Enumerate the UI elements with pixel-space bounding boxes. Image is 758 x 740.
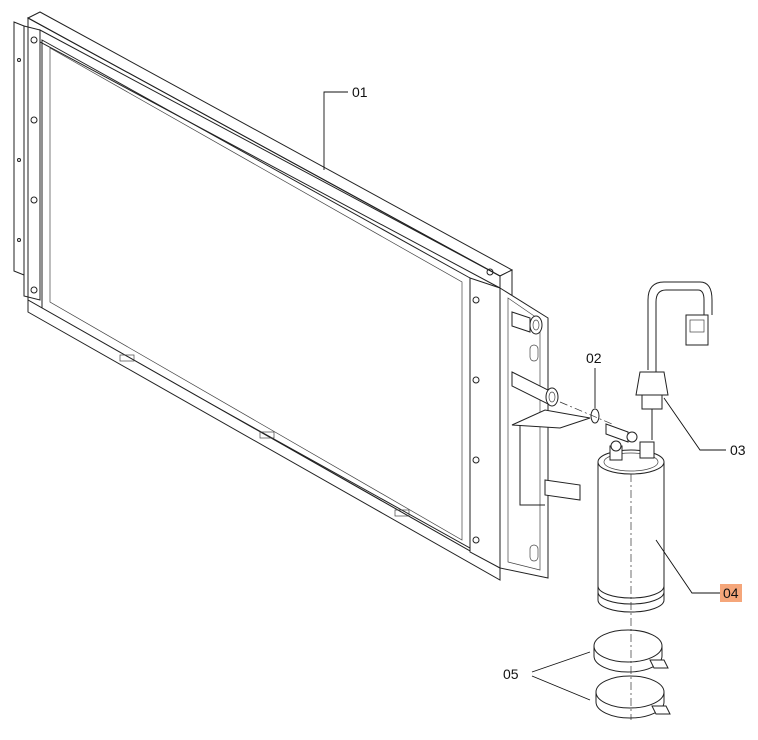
callout-05: 05 xyxy=(503,666,519,682)
pressure-switch xyxy=(635,281,713,440)
o-ring xyxy=(559,401,613,425)
callout-01: 01 xyxy=(352,84,368,100)
mounting-bracket xyxy=(499,287,591,579)
mounting-clamp-lower xyxy=(595,675,671,719)
mounting-clamp-upper xyxy=(593,629,669,673)
leader-lines xyxy=(323,91,726,701)
callout-03: 03 xyxy=(730,442,746,458)
condenser-panel xyxy=(13,11,514,581)
callout-04[interactable]: 04 xyxy=(720,584,742,602)
outlet-fitting-upper xyxy=(511,311,543,335)
receiver-drier xyxy=(597,423,665,720)
outlet-fitting-lower xyxy=(511,371,559,407)
callout-02: 02 xyxy=(586,350,602,366)
